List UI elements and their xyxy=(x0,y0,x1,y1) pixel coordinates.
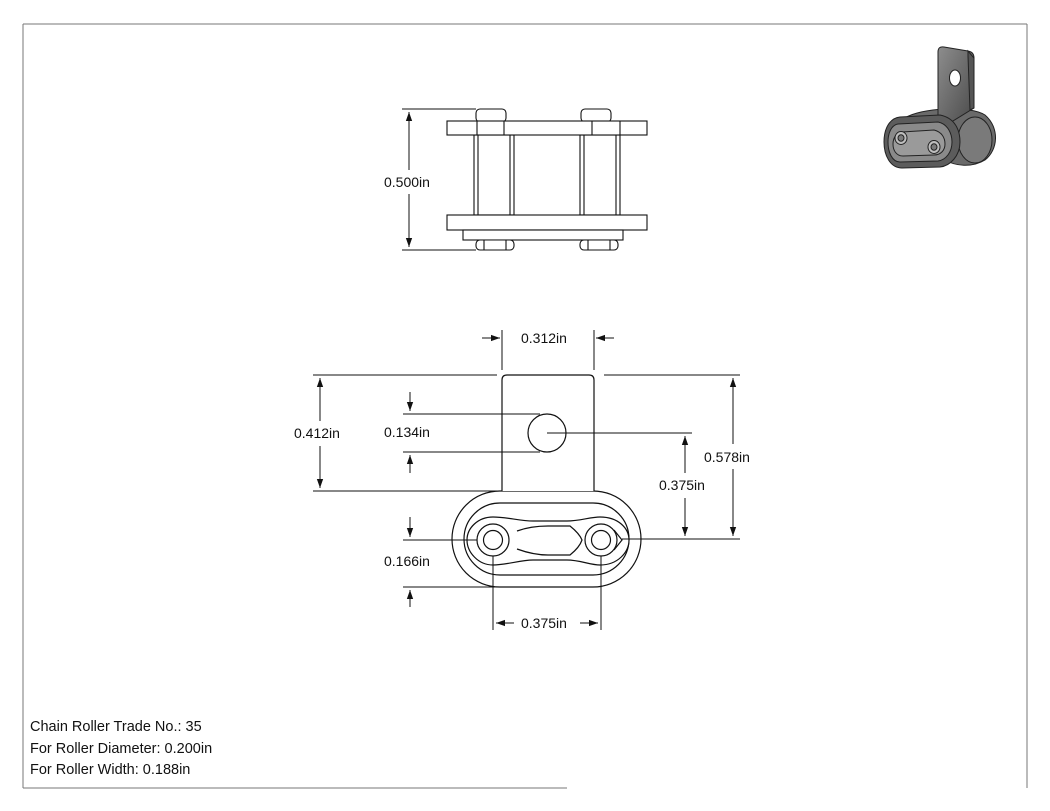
dim-tab-height-label: 0.412in xyxy=(294,425,340,441)
isometric-preview xyxy=(883,46,996,169)
roller-right xyxy=(579,134,621,216)
front-view xyxy=(451,374,642,588)
dim-overall-height xyxy=(402,108,476,251)
front-view-dimensions xyxy=(313,330,740,630)
pin-end-left-bottom xyxy=(475,239,515,251)
lower-plate xyxy=(462,229,624,241)
dim-hole-offset-label: 0.375in xyxy=(659,477,705,493)
inner-plate xyxy=(466,516,630,566)
dim-link-height-label: 0.166in xyxy=(384,553,430,569)
pin-end-right-bottom xyxy=(579,239,619,251)
title-roller-diameter: For Roller Diameter: 0.200in xyxy=(30,741,213,757)
dim-overall-length-label: 0.578in xyxy=(704,449,750,465)
roller-left xyxy=(473,134,515,216)
title-trade-number: Chain Roller Trade No.: 35 xyxy=(30,719,202,735)
dim-pitch-label: 0.375in xyxy=(521,615,567,631)
top-view xyxy=(446,108,648,251)
dim-hole-diameter-label: 0.134in xyxy=(384,424,430,440)
pin-cap-right-top xyxy=(580,108,612,123)
pin-cap-left-top xyxy=(475,108,507,123)
pin-left-inner xyxy=(482,529,504,551)
dim-tab-width-label: 0.312in xyxy=(521,330,567,346)
bottom-plate xyxy=(446,214,648,231)
dim-overall-height-label: 0.500in xyxy=(384,174,430,190)
pin-right-inner xyxy=(590,529,612,551)
top-plate xyxy=(446,120,648,136)
title-roller-width: For Roller Width: 0.188in xyxy=(30,762,191,778)
